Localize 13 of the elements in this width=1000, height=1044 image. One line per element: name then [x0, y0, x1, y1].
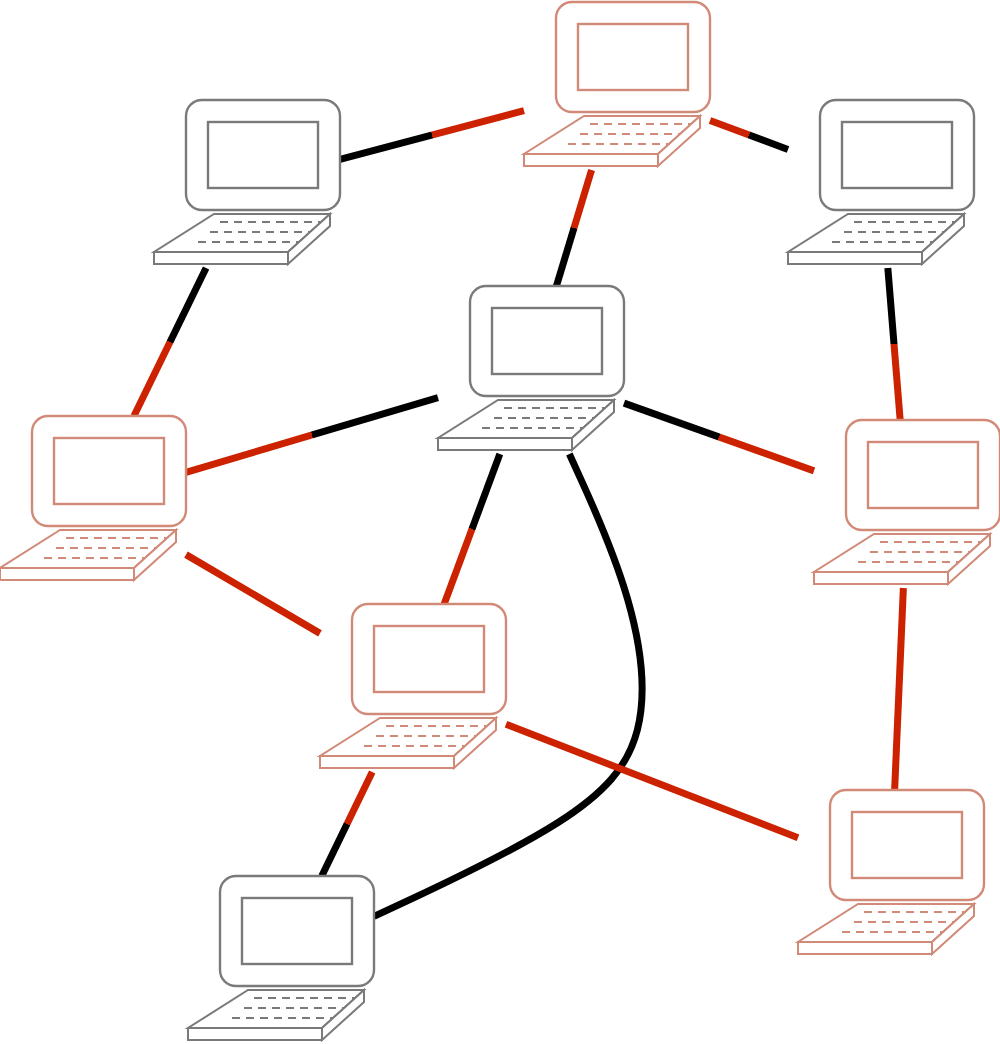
network-link	[553, 169, 595, 287]
network-link	[884, 267, 904, 421]
network-link	[622, 399, 816, 475]
network-link	[891, 587, 907, 791]
network-link	[372, 452, 646, 920]
network-link	[440, 452, 504, 606]
network-link	[184, 551, 322, 637]
network-link	[185, 394, 439, 476]
network-link	[708, 117, 790, 153]
network-link	[339, 107, 525, 163]
network-link	[130, 266, 210, 418]
network-link	[318, 770, 376, 878]
network-link	[504, 720, 800, 842]
